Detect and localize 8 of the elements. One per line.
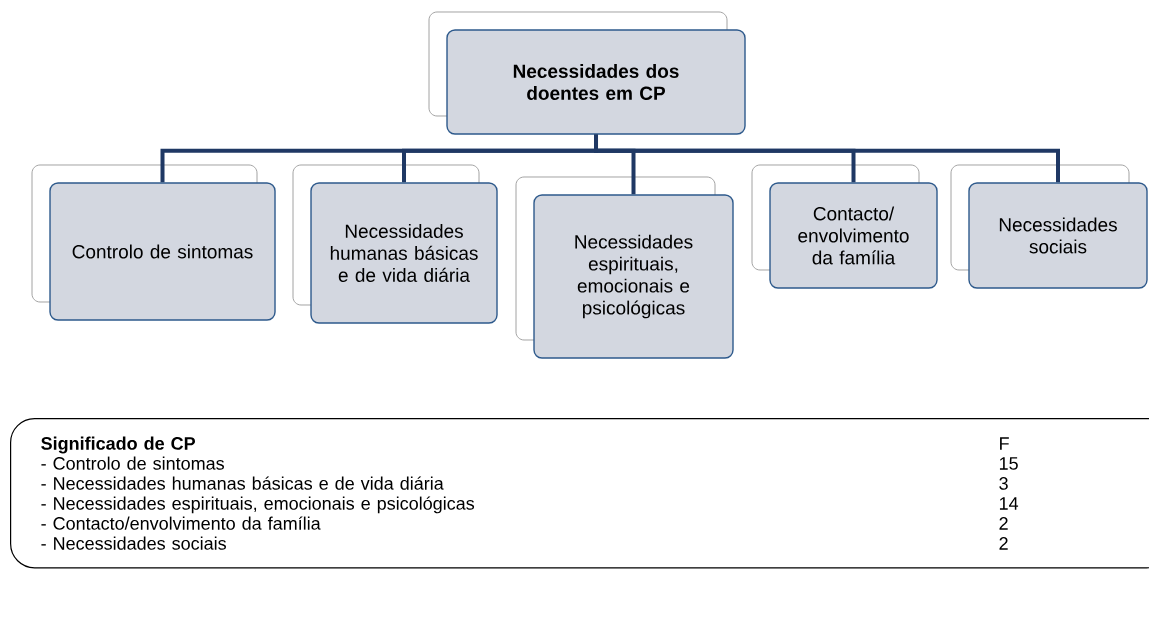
category-box: Controlo de sintomas: [49, 182, 276, 321]
title-box: Necessidades dos doentes em CP: [446, 29, 746, 135]
category-box: Necessidades espirituais, emocionais e psicológicas: [533, 194, 734, 359]
category-box: Contacto/ envolvimento da família: [769, 182, 938, 289]
connector-line: [594, 134, 1060, 183]
category-box: Necessidades sociais: [968, 182, 1148, 289]
table-box: Significado de CP F - Controlo de sintomas 15 - Necessidades humanas básicas e de vida diária 3 - Necessidades espirituais, emocionais e psicológicas 14 - Contacto/envolvimento da família 2 - Necessidades sociais 2: [10, 418, 1149, 569]
category-box: Necessidades humanas básicas e de vida diária: [310, 182, 498, 324]
